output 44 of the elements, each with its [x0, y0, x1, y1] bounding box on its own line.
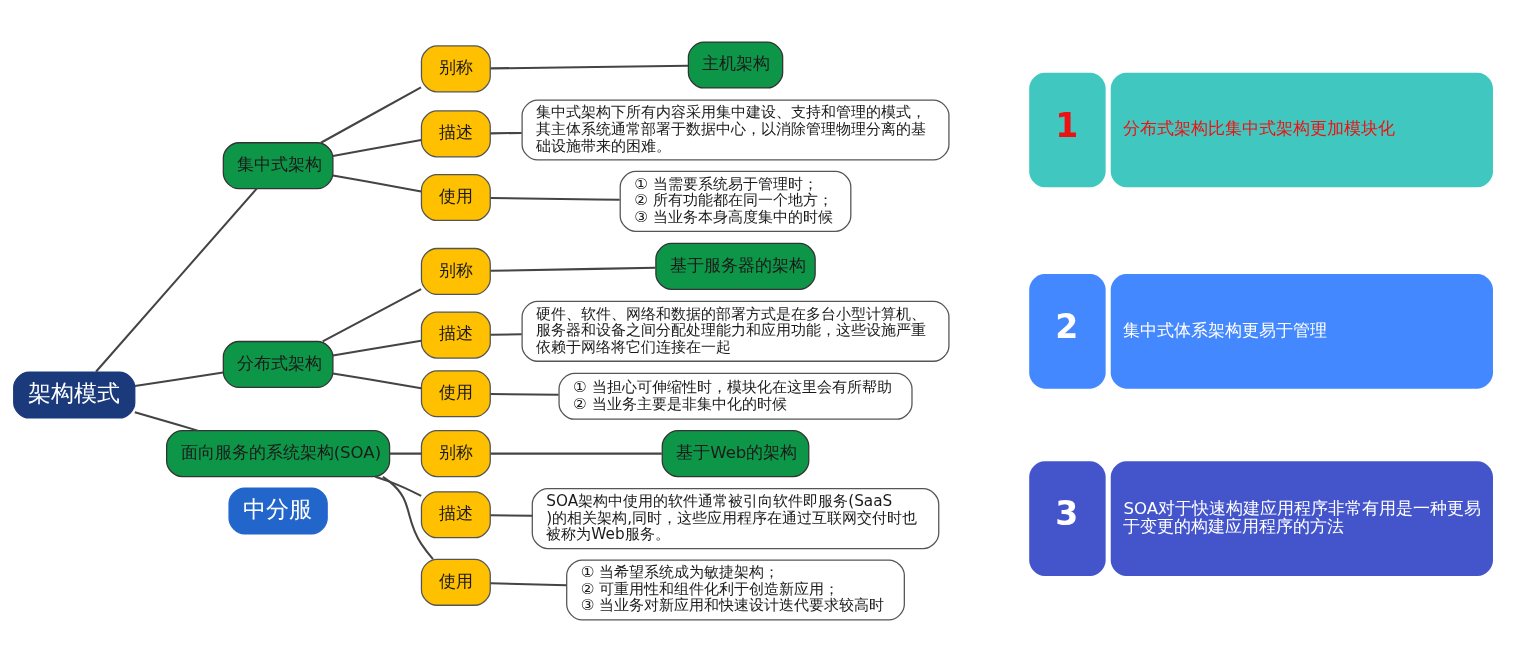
connector: [490, 332, 522, 336]
node-box: 基于服务器的架构: [655, 242, 816, 290]
connector: [490, 64, 689, 69]
connector: [490, 131, 522, 134]
node-box: 分布式架构: [222, 340, 334, 388]
node-box: 中分服: [228, 486, 328, 535]
connector: [332, 138, 422, 157]
node-box: 面向服务的系统架构(SOA): [166, 429, 391, 477]
connector: [320, 86, 422, 144]
node-box: 别称: [420, 429, 491, 477]
node-box: 别称: [420, 247, 491, 295]
node-box: ① 当需要系统易于管理时； ② 所有功能都在同一个地方； ③ 当业务本身高度集中的时候: [619, 170, 852, 232]
node-box: ① 当担心可伸缩性时，模块化在这里会有所帮助 ② 当业务主要是非集中化的时候: [558, 372, 913, 420]
node-box: 别称: [420, 44, 491, 92]
connector: [490, 581, 567, 586]
node-box: 描述: [420, 490, 491, 538]
connector: [490, 392, 559, 396]
connector: [332, 173, 422, 192]
connector: [134, 371, 224, 387]
node-box: 基于Web的架构: [661, 429, 810, 477]
node-box: 使用: [420, 369, 491, 417]
connector: [332, 371, 422, 389]
node-box: 描述: [420, 311, 491, 359]
connector: [389, 452, 422, 455]
connector: [490, 513, 533, 517]
node-box: 硬件、软件、网络和数据的部署方式是在多台小型计算机、服务器和设备之间分配处理能力和应用功能，这些设施严重依赖于网络将它们连接在一起: [521, 300, 950, 362]
node-box: 使用: [420, 558, 491, 606]
connector: [375, 475, 422, 497]
connector: [322, 287, 422, 342]
connector: [490, 452, 662, 455]
connector: [332, 339, 422, 356]
node-box: 集中式架构: [222, 141, 334, 189]
connector: [95, 187, 258, 372]
node-box: 使用: [420, 173, 491, 221]
connector: [490, 196, 620, 201]
node-box: SOA架构中使用的软件通常被引向软件即服务(SaaS)的相关架构,同时，这些应用程序在通过互联网交付时也被称为Web服务。: [531, 487, 940, 549]
node-box: 主机架构: [687, 40, 784, 89]
connector: [490, 266, 656, 272]
node-box: 集中式架构下所有内容采用集中建设、支持和管理的模式，其主体系统通常部署于数据中心，以消除管理物理分离的基础设施带来的困难。: [521, 98, 950, 161]
connector: [134, 410, 199, 432]
node-box: 描述: [420, 109, 491, 157]
node-box: ① 当希望系统成为敏捷架构； ② 可重用性和组件化利于创造新应用； ③ 当业务对新应用和快速设计迭代要求较高时: [566, 558, 905, 621]
node-box: 架构模式: [13, 370, 136, 419]
connector: [382, 475, 434, 560]
